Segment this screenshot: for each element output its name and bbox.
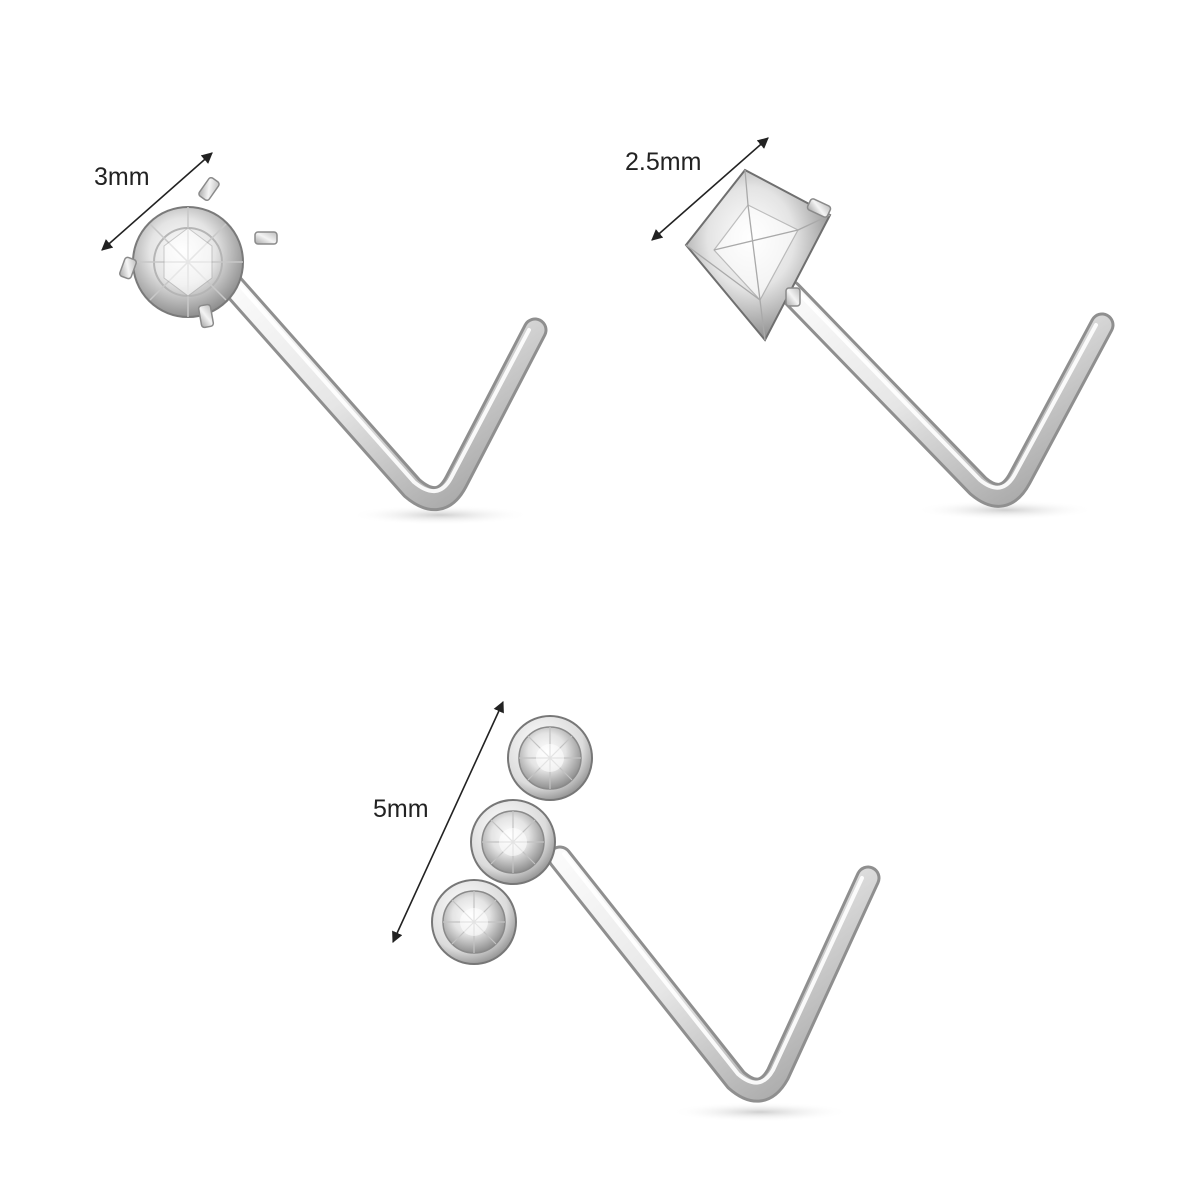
shadow	[670, 1102, 850, 1122]
triple-round-stones-icon	[431, 715, 593, 965]
post	[222, 275, 545, 508]
nose-stud-triple	[392, 700, 881, 1122]
size-label-triple: 5mm	[373, 795, 429, 823]
shadow	[350, 505, 530, 525]
dimension-line	[101, 152, 213, 251]
shadow	[915, 500, 1095, 520]
nose-stud-square	[651, 137, 1115, 520]
dimension-line	[392, 700, 504, 944]
size-label-round: 3mm	[94, 163, 150, 191]
post	[780, 282, 1112, 505]
dimension-line	[651, 137, 769, 241]
size-label-square: 2.5mm	[625, 148, 702, 176]
post	[550, 848, 878, 1100]
nose-stud-round	[101, 152, 548, 525]
